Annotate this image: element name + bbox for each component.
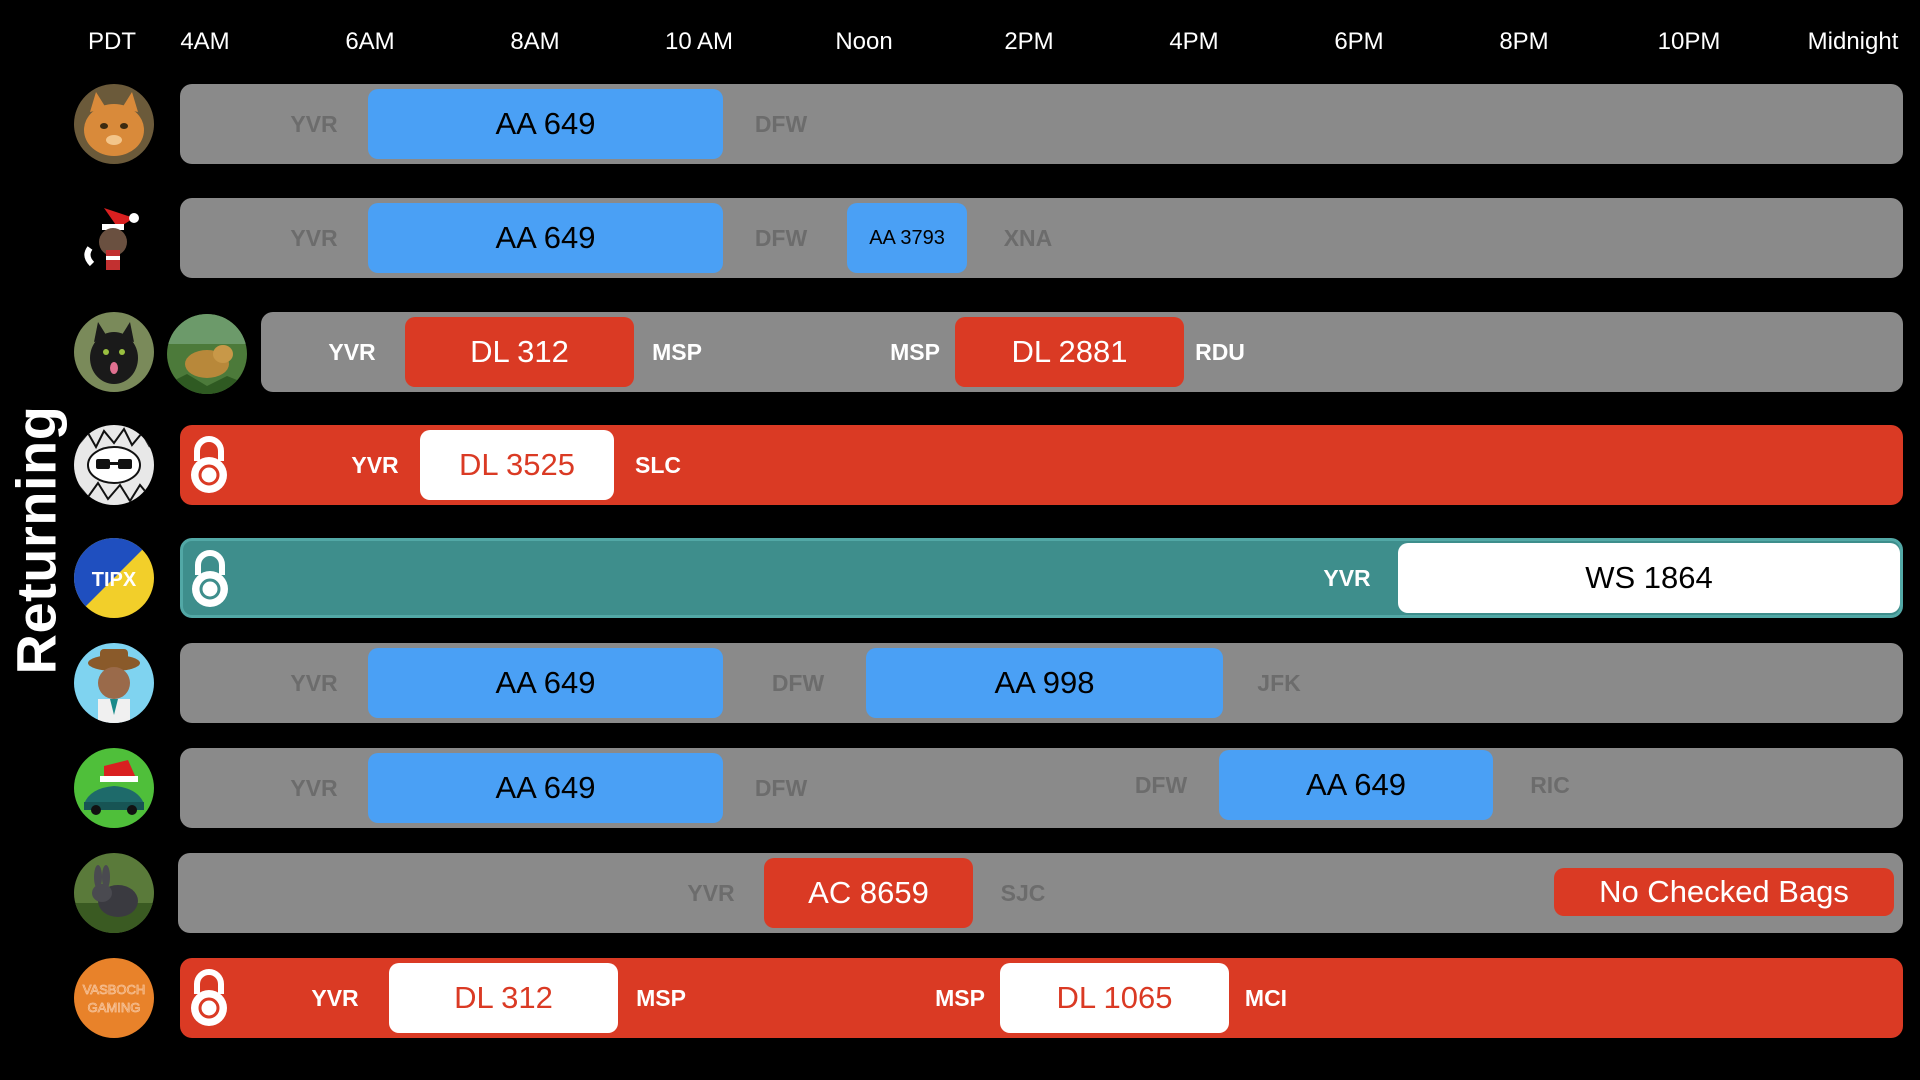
flight-segment[interactable]: AA 649: [1219, 750, 1493, 820]
origin-code: YVR: [311, 985, 359, 1011]
itinerary-row-9[interactable]: YVR DL 312 MSP MSP DL 1065 MCI: [180, 958, 1903, 1038]
connection-code: MSP: [935, 985, 985, 1011]
connection-code: DFW: [754, 775, 808, 801]
svg-text:VASBOCH: VASBOCH: [83, 982, 146, 997]
origin-code: YVR: [328, 339, 376, 365]
lock-icon: [192, 550, 228, 607]
flight-segment[interactable]: DL 2881: [955, 317, 1184, 387]
santa-fox-avatar[interactable]: [74, 198, 154, 278]
tick-8am: 8AM: [510, 28, 560, 55]
flight-segment[interactable]: AA 3793: [847, 203, 967, 273]
connection-code: MSP: [890, 339, 940, 365]
no-checked-bags-badge: No Checked Bags: [1554, 868, 1894, 916]
tick-4am: 4AM: [180, 28, 230, 55]
lock-icon: [191, 969, 227, 1026]
origin-code: YVR: [687, 880, 735, 906]
connection-code: MSP: [636, 985, 686, 1011]
tick-6am: 6AM: [345, 28, 395, 55]
itinerary-row-5[interactable]: YVR WS 1864: [180, 538, 1903, 618]
tick-2pm: 2PM: [1004, 28, 1054, 55]
tick-midnight: Midnight: [1807, 28, 1899, 55]
itinerary-row-2[interactable]: YVR AA 649 DFW AA 3793 XNA: [180, 198, 1903, 278]
flight-segment[interactable]: DL 312: [405, 317, 634, 387]
black-cat-avatar[interactable]: [74, 312, 154, 392]
sunglasses-doodle-avatar[interactable]: [74, 425, 154, 505]
dog-in-grass-avatar[interactable]: [167, 314, 247, 394]
connection-code: DFW: [771, 670, 825, 696]
flight-segment[interactable]: DL 312: [389, 963, 618, 1033]
origin-code: YVR: [1323, 565, 1371, 591]
flight-segment[interactable]: AA 998: [866, 648, 1223, 718]
destination-code: SJC: [1000, 880, 1046, 906]
tick-noon: Noon: [835, 28, 893, 55]
destination-code: XNA: [1003, 225, 1053, 251]
connection-code: MSP: [652, 339, 702, 365]
rabbit-avatar[interactable]: [74, 853, 154, 933]
flight-segment[interactable]: AA 649: [368, 753, 723, 823]
origin-code: YVR: [290, 775, 338, 801]
origin-code: YVR: [290, 111, 338, 137]
flight-segment[interactable]: AA 649: [368, 89, 723, 159]
itinerary-row-8[interactable]: YVR AC 8659 SJC No Checked Bags: [178, 853, 1903, 933]
green-car-santa-hat-avatar[interactable]: [74, 748, 154, 828]
orange-cat-avatar[interactable]: [74, 84, 154, 164]
flight-segment[interactable]: DL 1065: [1000, 963, 1229, 1033]
svg-text:GAMING: GAMING: [88, 1000, 141, 1015]
timezone-label: PDT: [88, 28, 136, 55]
flight-segment[interactable]: WS 1864: [1398, 543, 1900, 613]
tick-10am: 10 AM: [664, 28, 734, 55]
tick-4pm: 4PM: [1169, 28, 1219, 55]
cowboy-character-avatar[interactable]: [74, 643, 154, 723]
lock-icon: [191, 436, 227, 493]
destination-code: RIC: [1530, 772, 1570, 798]
tick-10pm: 10PM: [1657, 28, 1721, 55]
tick-8pm: 8PM: [1499, 28, 1549, 55]
origin-code: YVR: [351, 452, 399, 478]
svg-text:TIPX: TIPX: [92, 569, 137, 591]
origin-code: YVR: [290, 225, 338, 251]
connection-code: DFW: [754, 225, 808, 251]
connection-code: DFW: [1134, 772, 1188, 798]
flight-segment[interactable]: AA 649: [368, 203, 723, 273]
blue-yellow-logo-avatar[interactable]: TIPX: [74, 538, 154, 618]
itinerary-row-4[interactable]: YVR DL 3525 SLC: [180, 425, 1903, 505]
vasboch-gaming-avatar[interactable]: VASBOCH GAMING: [74, 958, 154, 1038]
destination-code: SLC: [635, 452, 681, 478]
itinerary-row-3[interactable]: YVR DL 312 MSP MSP DL 2881 RDU: [261, 312, 1903, 392]
flight-segment[interactable]: AC 8659: [764, 858, 973, 928]
itinerary-row-1[interactable]: YVR AA 649 DFW: [180, 84, 1903, 164]
destination-code: JFK: [1257, 670, 1301, 696]
destination-code: DFW: [754, 111, 808, 137]
origin-code: YVR: [290, 670, 338, 696]
itinerary-row-6[interactable]: YVR AA 649 DFW AA 998 JFK: [180, 643, 1903, 723]
tick-6pm: 6PM: [1334, 28, 1384, 55]
flight-segment[interactable]: AA 649: [368, 648, 723, 718]
destination-code: RDU: [1195, 339, 1245, 365]
itinerary-row-7[interactable]: YVR AA 649 DFW DFW AA 649 RIC: [180, 748, 1903, 828]
flight-segment[interactable]: DL 3525: [420, 430, 614, 500]
destination-code: MCI: [1244, 985, 1288, 1011]
